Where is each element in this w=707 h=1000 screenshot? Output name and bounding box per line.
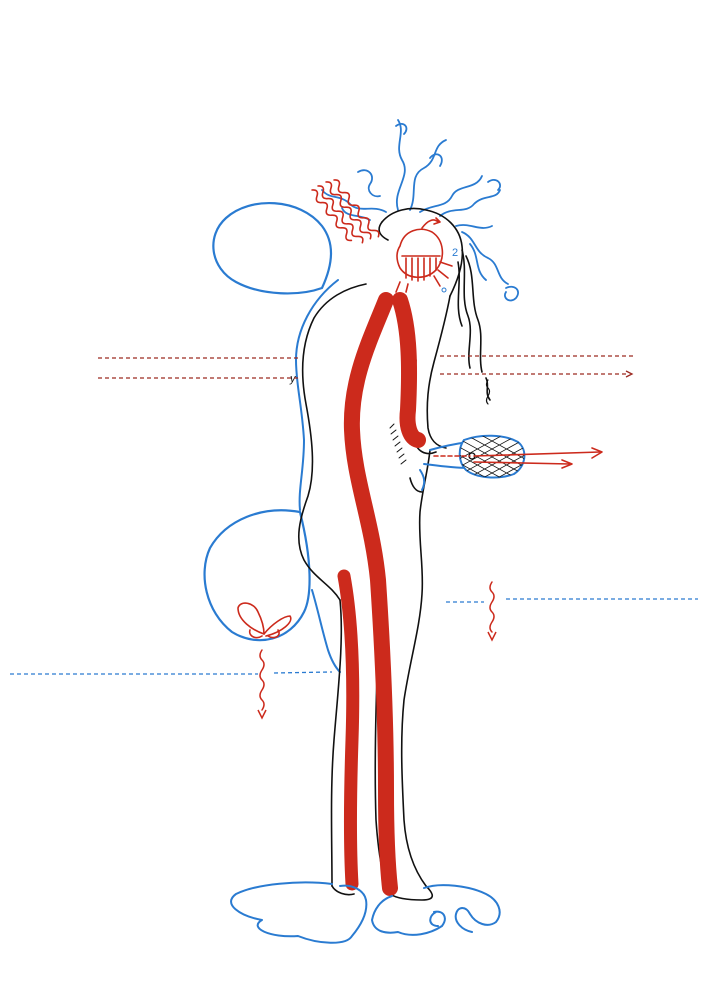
blue-back-outline [295, 279, 341, 673]
red-dash-arrow-tips [625, 370, 634, 378]
red-wavy-lines [311, 179, 380, 244]
black-squiggle-drop [485, 379, 491, 405]
red-squiggle-drops [259, 581, 495, 711]
blue-bubble-upper [212, 201, 332, 295]
red-spine-stripe [343, 292, 426, 896]
face-mark-2: 2 [441, 247, 458, 293]
face-mark-text: 2 [452, 247, 458, 259]
blue-dashed-lines [10, 598, 698, 675]
body-outline [298, 207, 491, 901]
red-leg-stripe [337, 569, 360, 891]
blue-puddle [230, 881, 501, 944]
leaf-loop-icon [237, 602, 292, 639]
blue-bubble-lower [203, 509, 311, 642]
red-face-mask [395, 217, 453, 293]
red-squiggle-arrowheads [257, 631, 497, 720]
arrow-right-icon [433, 447, 603, 469]
hatched-oval-icon [458, 434, 526, 479]
red-dashed-lines [98, 355, 636, 379]
shoulder-mark-text: y [289, 373, 297, 385]
